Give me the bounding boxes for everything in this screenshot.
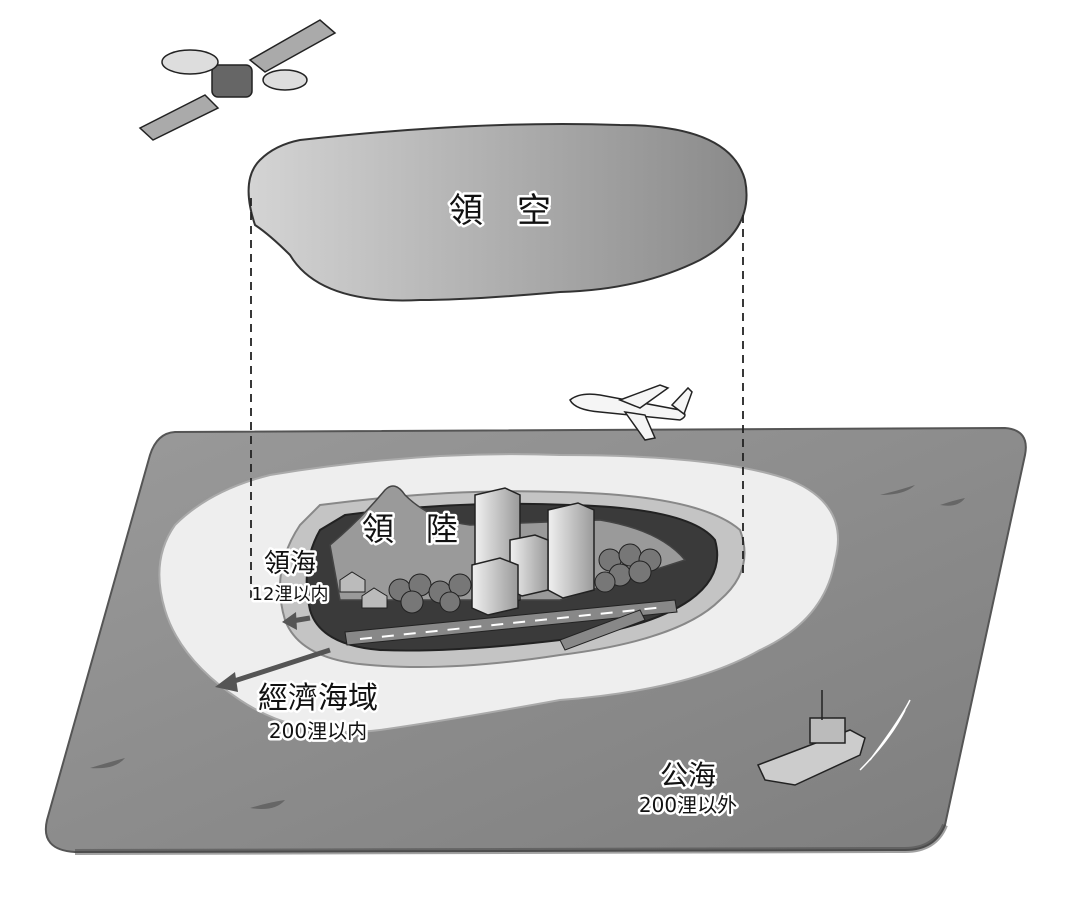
range-arrows xyxy=(215,612,331,692)
waves xyxy=(90,485,965,809)
land-label: 領 陸 xyxy=(362,510,458,548)
trees xyxy=(388,543,662,614)
airspace-cloud xyxy=(247,123,748,302)
satellite-icon xyxy=(138,19,337,141)
eez-label: 經濟海域 xyxy=(258,681,378,716)
eez-range: 200浬以内 xyxy=(269,719,367,743)
territorial-sea-label: 領海 xyxy=(264,549,316,579)
buildings xyxy=(471,487,595,616)
airspace-label: 領 空 xyxy=(449,191,551,231)
houses xyxy=(339,571,388,609)
runway xyxy=(344,599,678,646)
high-seas-range: 200浬以外 xyxy=(639,793,737,817)
ship-icon xyxy=(756,690,911,786)
high-seas-label: 公海 xyxy=(660,759,716,792)
airplane-icon xyxy=(569,384,693,441)
territorial-sea-range: 12浬以内 xyxy=(252,584,329,605)
projection-lines xyxy=(250,198,744,600)
